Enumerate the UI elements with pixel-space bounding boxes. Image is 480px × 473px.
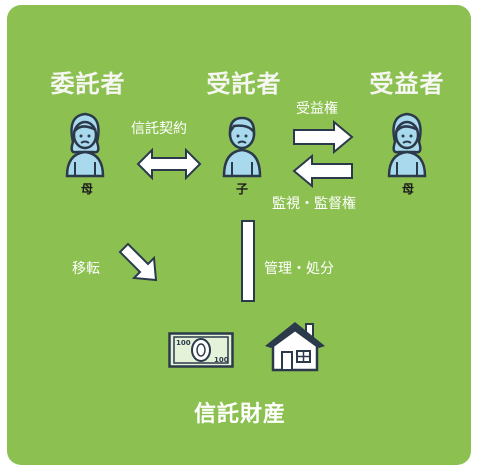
trustee-heading: 受託者	[206, 70, 282, 98]
woman-icon	[387, 112, 427, 178]
trust-property-title: 信託財産	[193, 402, 286, 427]
woman-icon	[65, 112, 105, 178]
settlor-person-label: 母	[80, 182, 93, 196]
arrow-down-right-icon	[118, 242, 158, 282]
transfer-label: 移転	[72, 261, 100, 277]
supervision-label: 監視・監督権	[272, 196, 356, 212]
banknote-value-bottom: 100	[214, 356, 229, 364]
house-icon	[265, 322, 325, 372]
trust-contract-label: 信託契約	[131, 121, 187, 137]
diagram-background	[7, 5, 471, 465]
arrow-left-icon	[292, 154, 353, 188]
beneficial-interest-label: 受益権	[296, 101, 338, 117]
arrow-right-icon	[293, 120, 354, 154]
settlor-heading: 委託者	[50, 70, 126, 98]
banknote-icon: 100 100	[168, 332, 234, 368]
management-connector	[241, 220, 255, 302]
beneficiary-heading: 受益者	[369, 70, 445, 98]
management-label: 管理・処分	[264, 261, 334, 277]
beneficiary-person-label: 母	[401, 182, 414, 196]
banknote-value-top: 100	[176, 339, 191, 347]
double-arrow-icon	[136, 147, 202, 181]
man-icon	[222, 116, 262, 178]
trustee-person-label: 子	[235, 182, 248, 196]
